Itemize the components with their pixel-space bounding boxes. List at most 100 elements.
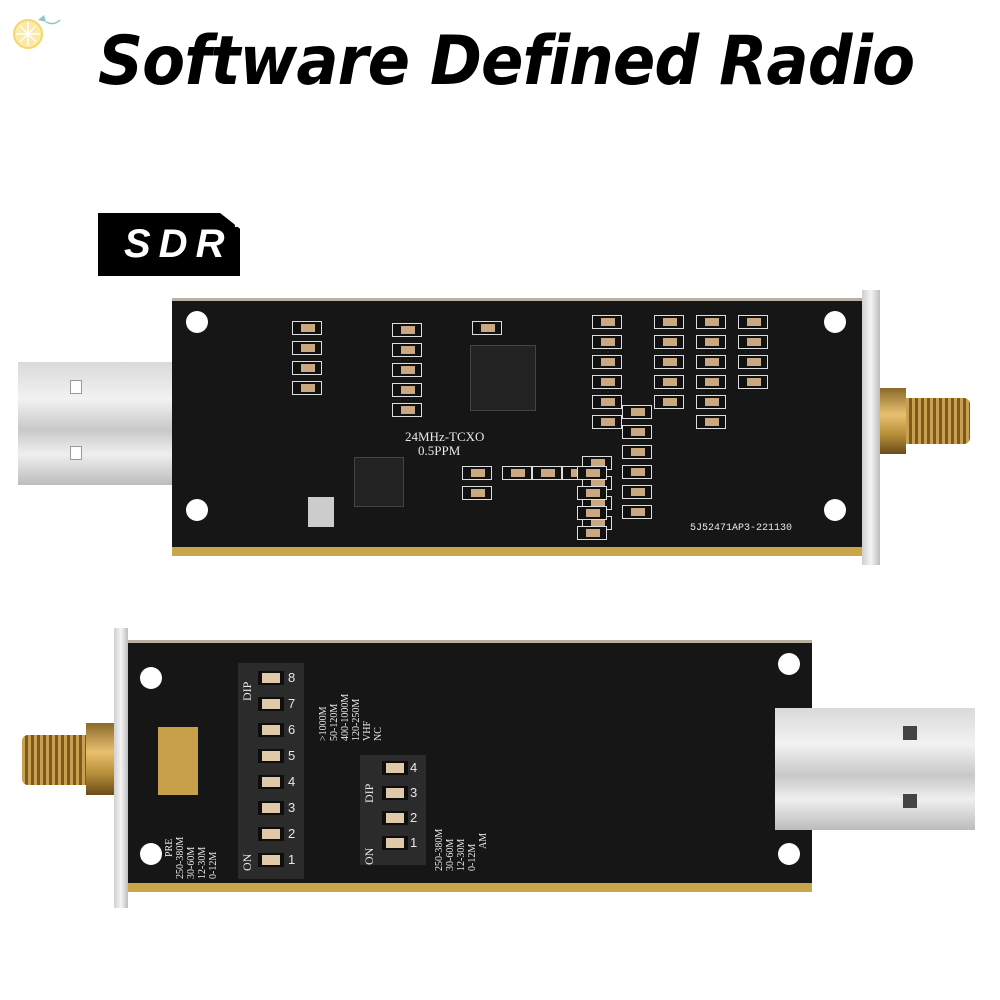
smd-component — [622, 445, 652, 459]
vhf-band-label: NC — [373, 727, 384, 741]
smd-component — [622, 405, 652, 419]
smd-component — [577, 526, 607, 540]
dip8-on-label: ON — [240, 853, 254, 871]
dip8-number: 6 — [288, 722, 296, 737]
smd-component — [392, 323, 422, 337]
smd-component — [392, 343, 422, 357]
smd-component — [654, 395, 684, 409]
vhf-band-label: 50-120M — [329, 703, 340, 741]
smd-component — [592, 415, 622, 429]
am-band-label: 250-380M — [434, 828, 445, 871]
dip8-switch-7[interactable] — [258, 697, 284, 711]
dip4-number: 2 — [410, 810, 418, 825]
sma-nut-top — [880, 388, 906, 454]
smd-component — [577, 506, 607, 520]
dip4-number: 1 — [410, 835, 418, 850]
tcxo-crystal — [308, 497, 334, 527]
tuner-ic-chip — [354, 457, 404, 507]
smd-component — [392, 363, 422, 377]
vhf-band-label: >1000M — [318, 706, 329, 741]
pcb-top-side: 24MHz-TCXO 0.5PPM 5J52471AP3-221130 — [172, 298, 864, 556]
smd-component — [577, 466, 607, 480]
dip8-number: 2 — [288, 826, 296, 841]
dip8-switch-6[interactable] — [258, 723, 284, 737]
smd-component — [462, 486, 492, 500]
lemon-logo-icon — [13, 15, 61, 49]
smd-component — [292, 341, 322, 355]
dip4-number: 3 — [410, 785, 418, 800]
smd-component — [592, 355, 622, 369]
vhf-band-label: 400-1000M — [340, 693, 351, 741]
main-ic-chip — [470, 345, 536, 411]
dip4-switch-1[interactable] — [382, 836, 408, 850]
dip8-switch-4[interactable] — [258, 775, 284, 789]
page-title: Software Defined Radio — [98, 22, 915, 101]
smd-component — [696, 315, 726, 329]
sdr-badge: SDR — [98, 213, 240, 276]
smd-component — [622, 485, 652, 499]
dip8-switch-3[interactable] — [258, 801, 284, 815]
pre-band-label: PRE — [164, 838, 175, 857]
dip8-number: 3 — [288, 800, 296, 815]
dip8-number: 1 — [288, 852, 296, 867]
dip8-number: 7 — [288, 696, 296, 711]
dip8-number: 8 — [288, 670, 296, 685]
dip8-switch-8[interactable] — [258, 671, 284, 685]
usb-plug-bottom — [775, 708, 975, 830]
pre-band-label: 0-12M — [208, 851, 219, 879]
smd-component — [696, 415, 726, 429]
dip4-number: 4 — [410, 760, 418, 775]
crystal-label: 24MHz-TCXO — [405, 429, 485, 444]
smd-component — [472, 321, 502, 335]
end-cap-top — [862, 290, 880, 565]
smd-component — [592, 375, 622, 389]
smd-component — [654, 375, 684, 389]
smd-component — [462, 466, 492, 480]
smd-component — [738, 335, 768, 349]
smd-component — [592, 395, 622, 409]
dip8-label: DIP — [240, 681, 254, 701]
smd-component — [654, 315, 684, 329]
smd-component — [392, 383, 422, 397]
dip8-number: 5 — [288, 748, 296, 763]
dip4-switch-2[interactable] — [382, 811, 408, 825]
smd-component — [592, 315, 622, 329]
dip8-switch-1[interactable] — [258, 853, 284, 867]
smd-component — [592, 335, 622, 349]
smd-component — [292, 381, 322, 395]
end-cap-bottom — [114, 628, 128, 908]
smd-component — [502, 466, 532, 480]
smd-component — [292, 321, 322, 335]
pre-band-label: 30-60M — [186, 846, 197, 879]
crystal-ppm: 0.5PPM — [418, 443, 461, 458]
sma-antenna-connector-bottom — [22, 735, 86, 785]
sma-solder-pads — [158, 727, 198, 795]
pre-band-label: 12-30M — [197, 846, 208, 879]
smd-component — [654, 335, 684, 349]
smd-component — [292, 361, 322, 375]
dip4-switch-4[interactable] — [382, 761, 408, 775]
pre-band-label: 250-380M — [175, 836, 186, 879]
smd-component — [622, 425, 652, 439]
dip8-switch-5[interactable] — [258, 749, 284, 763]
dip4-switch-3[interactable] — [382, 786, 408, 800]
smd-component — [622, 465, 652, 479]
smd-component — [696, 395, 726, 409]
am-band-label: AM — [478, 832, 489, 849]
am-band-label: 0-12M — [467, 843, 478, 871]
smd-component — [532, 466, 562, 480]
sdr-badge-text: SDR — [124, 222, 233, 266]
signal-wave-icon — [224, 213, 238, 227]
usb-plug-top — [18, 362, 174, 485]
smd-component — [577, 486, 607, 500]
dip4-label: DIP — [362, 783, 376, 803]
smd-component — [738, 375, 768, 389]
dip8-switch-2[interactable] — [258, 827, 284, 841]
vhf-band-label: VHF — [362, 720, 373, 741]
dip8-number: 4 — [288, 774, 296, 789]
sma-nut-bottom — [86, 723, 114, 795]
smd-component — [738, 355, 768, 369]
dip4-on-label: ON — [362, 847, 376, 865]
smd-component — [696, 335, 726, 349]
